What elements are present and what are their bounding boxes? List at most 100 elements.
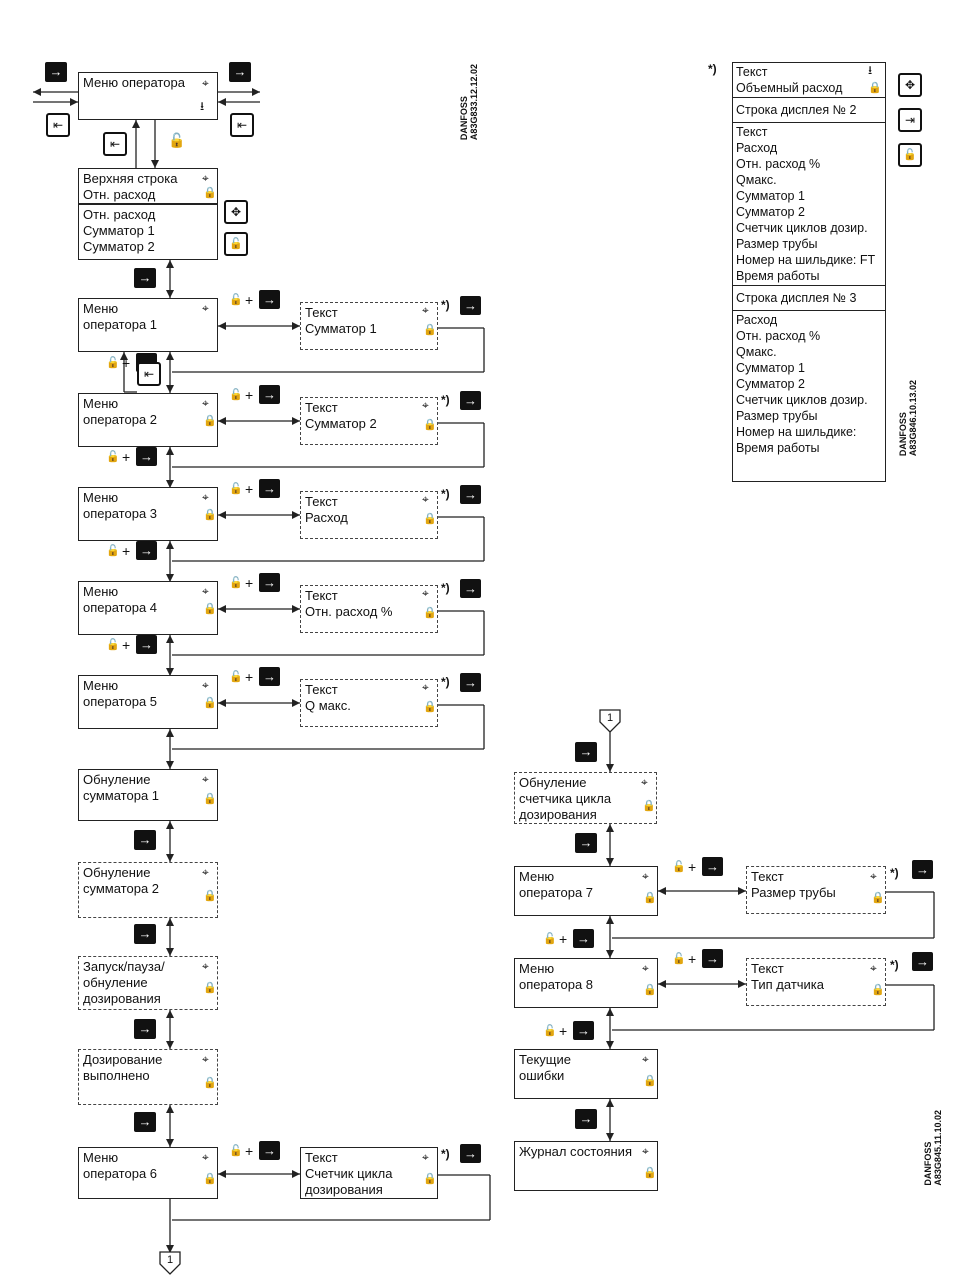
connector-shape (599, 709, 621, 733)
box-line: Сумматор 1 (83, 223, 155, 238)
enter-key-icon[interactable]: → (136, 541, 157, 560)
box-line: Обнуление (83, 772, 151, 787)
navigation-arrows-icon[interactable]: ✥ (898, 73, 922, 97)
back-arrow-icon[interactable]: ⇤ (137, 362, 161, 386)
crosshair-icon: ⌖ (422, 303, 429, 317)
enter-key-icon[interactable]: → (702, 949, 723, 968)
enter-key-icon[interactable]: → (575, 742, 597, 762)
enter-key-icon[interactable]: → (460, 1144, 481, 1163)
box-line: дозирования (305, 1182, 383, 1197)
arrow-head (606, 858, 614, 866)
plus-sign: + (245, 1143, 254, 1159)
unlock-key-icon[interactable]: 🔓 (898, 143, 922, 167)
crosshair-icon: ⌖ (870, 869, 877, 883)
enter-key-icon[interactable]: → (259, 573, 280, 592)
box-line: оператора 4 (83, 600, 158, 615)
enter-key-icon[interactable]: → (573, 1021, 594, 1040)
enter-key-icon[interactable]: → (575, 1109, 597, 1129)
enter-key-icon[interactable]: → (136, 635, 157, 654)
crosshair-icon: ⌖ (641, 775, 648, 789)
enter-key-icon[interactable]: → (460, 485, 481, 504)
enter-key-icon[interactable]: → (259, 479, 280, 498)
enter-key-icon[interactable]: → (460, 296, 481, 315)
enter-key-icon[interactable]: → (134, 1019, 156, 1039)
connector-shape (159, 1251, 181, 1275)
box-line: Меню (83, 584, 119, 599)
enter-key-icon[interactable]: → (259, 290, 280, 309)
lock-icon: 🔒 (423, 419, 437, 431)
arrow-head (292, 511, 300, 519)
navigation-arrows-icon[interactable]: ✥ (224, 200, 248, 224)
enter-key-icon[interactable]: → (259, 385, 280, 404)
back-arrow-icon[interactable]: ⇤ (46, 113, 70, 137)
arrow-head (166, 1245, 174, 1253)
enter-key-icon[interactable]: → (134, 1112, 156, 1132)
box-line: обнуление (83, 975, 148, 990)
enter-key-icon[interactable]: → (912, 952, 933, 971)
enter-key-icon[interactable]: → (259, 1141, 280, 1160)
back-arrow-icon[interactable]: ⇤ (230, 113, 254, 137)
arrow-head (166, 1010, 174, 1018)
arrow-head (292, 417, 300, 425)
option-item: Счетчик циклов дозир. (736, 221, 868, 235)
unlock-icon: 🔓 (543, 1025, 557, 1037)
enter-key-icon[interactable]: → (134, 924, 156, 944)
enter-key-icon[interactable]: → (259, 667, 280, 686)
operator-menu-box[interactable]: Меню оператора (78, 72, 218, 120)
lock-icon: 🔒 (203, 603, 217, 615)
enter-key-icon[interactable]: → (229, 62, 251, 82)
status-log-box[interactable]: Журнал состояния (514, 1141, 658, 1191)
option-item: Сумматор 1 (736, 189, 805, 203)
option-item: Qмакс. (736, 173, 777, 187)
back-arrow-icon[interactable]: ⇤ (103, 132, 127, 156)
crosshair-icon: ⌖ (870, 961, 877, 975)
enter-key-icon[interactable]: → (136, 447, 157, 466)
enter-key-icon[interactable]: → (573, 929, 594, 948)
arrow-head (606, 916, 614, 924)
enter-key-icon[interactable]: → (134, 268, 156, 288)
enter-key-icon[interactable]: → (702, 857, 723, 876)
enter-key-icon[interactable]: → (45, 62, 67, 82)
arrow-head (166, 1105, 174, 1113)
footnote-marker: *) (441, 298, 450, 312)
enter-key-icon[interactable]: → (460, 673, 481, 692)
enter-key-icon[interactable]: → (575, 833, 597, 853)
arrow-head (166, 854, 174, 862)
enter-key-icon[interactable]: → (460, 579, 481, 598)
arrow-head (166, 352, 174, 360)
screen-switch-icon[interactable]: ⇥ (898, 108, 922, 132)
plus-sign: + (245, 669, 254, 685)
drawing-code-right-top: DANFOSS A83G846.10.13.02 (898, 380, 918, 457)
enter-key-icon[interactable]: → (134, 830, 156, 850)
arrow-head (218, 417, 226, 425)
box-line: оператора 1 (83, 317, 158, 332)
lock-icon: 🔒 (871, 984, 885, 996)
unlock-key-icon[interactable]: 🔓 (224, 232, 248, 256)
enter-key-icon[interactable]: → (460, 391, 481, 410)
enter-key-icon[interactable]: → (912, 860, 933, 879)
